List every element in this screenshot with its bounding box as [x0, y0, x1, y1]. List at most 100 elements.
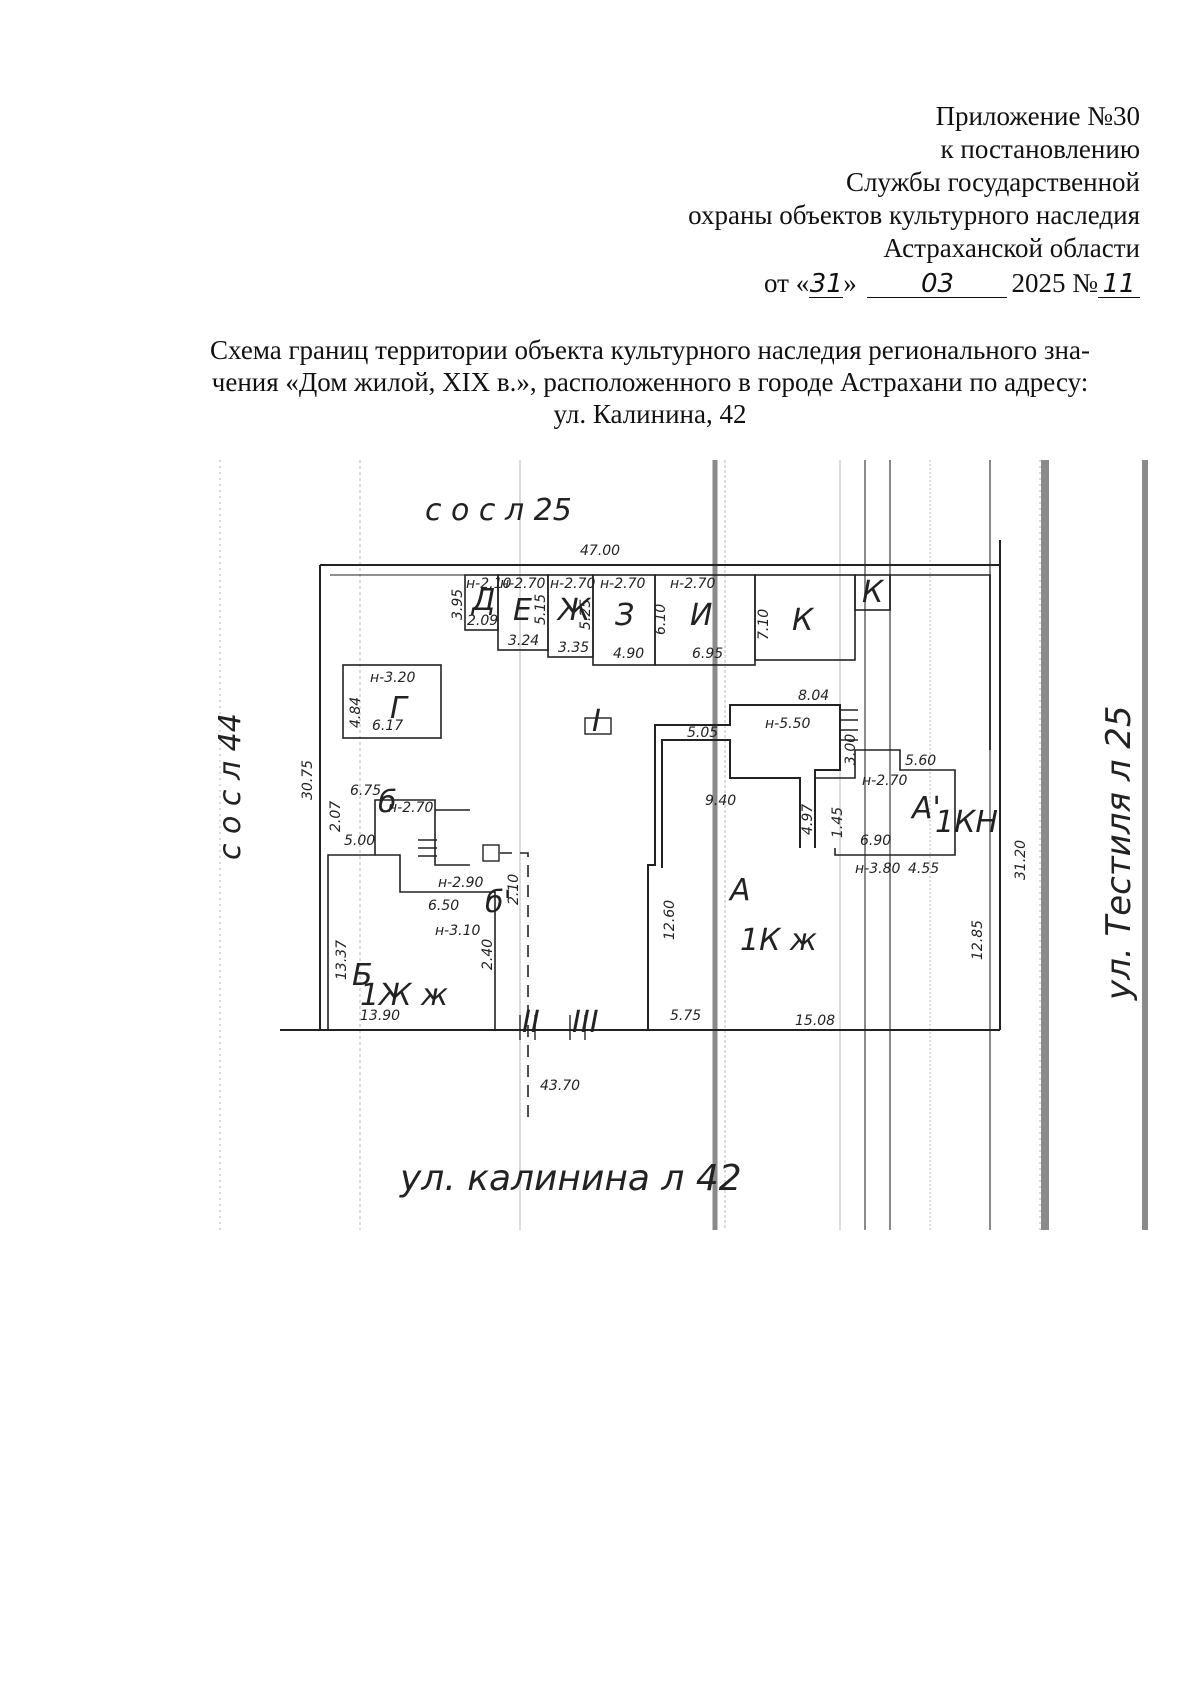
date-month: 03 [867, 271, 1008, 298]
dim-k-side2: 1.45 [830, 807, 846, 838]
appendix-authority-1: Службы государственной [846, 167, 1140, 197]
room-a1-note: 1КН [935, 805, 998, 840]
dim-zh-side: 5.25 [578, 599, 594, 630]
appendix-authority-2: охраны объектов культурного наследия [688, 200, 1140, 230]
room-b-note: 1Ж ж [360, 978, 448, 1013]
top-buildings [464, 574, 991, 750]
scheme-title-line-2: чения «Дом жилой, XIX в.», расположенног… [211, 367, 1089, 397]
scan-lines [219, 460, 1041, 1230]
dim-a-side: 4.97 [800, 804, 816, 835]
room-k-label: К [792, 603, 815, 638]
date-year: 2025 № [1011, 268, 1098, 298]
room-e-label: Е [513, 593, 532, 628]
dim-a1-w: 5.60 [905, 753, 936, 769]
room-i-label: И [690, 598, 712, 633]
room-b-label: Б [352, 958, 373, 993]
scheme-title-line-3: ул. Калинина, 42 [553, 399, 747, 429]
dim-z-w: 4.90 [613, 646, 644, 662]
scheme-title: Схема границ территории объекта культурн… [160, 334, 1140, 430]
dim-d-side: 3.95 [450, 589, 466, 620]
dim-g-top: н-3.20 [370, 670, 415, 686]
dim-bottom-total: 43.70 [540, 1078, 580, 1094]
site-plan-scheme: с о с л 25 с о с л 44 ул. калинина л 42 … [200, 460, 1150, 1230]
dim-b1-side: 2.07 [328, 801, 344, 832]
appendix-header: Приложение №30 к постановлению Службы го… [580, 100, 1140, 300]
room-r1-label: I [592, 704, 601, 739]
gate-marks [519, 1015, 586, 1040]
room-b2-label: б' [485, 885, 512, 920]
dim-i-side: 7.10 [756, 609, 772, 640]
site-plan-drawing: с о с л 25 с о с л 44 ул. калинина л 42 … [213, 460, 1148, 1230]
small-square [482, 844, 500, 862]
dim-k-side: 3.00 [843, 734, 859, 765]
dim-top-e: н-2.70 [500, 576, 545, 592]
dim-a-step: 8.04 [798, 688, 829, 704]
dim-b1-w: 5.00 [344, 833, 375, 849]
bottom-street-label: ул. калинина л 42 [399, 1158, 742, 1199]
room-marker-i [584, 717, 612, 735]
left-neighbor-label: с о с л 44 [213, 713, 248, 860]
dim-i-w: 6.95 [692, 646, 723, 662]
date-mid: » [843, 268, 857, 298]
dim-a1-in: н-2.70 [862, 773, 907, 789]
date-prefix: от « [764, 268, 810, 298]
building-g [342, 664, 442, 739]
document-number: 11 [1098, 271, 1140, 298]
dim-right-a: 12.85 [970, 920, 986, 960]
dim-top-d: н-2.10 [466, 576, 511, 592]
room-r2-label: II [522, 1005, 540, 1040]
dim-e-w: 3.24 [508, 633, 539, 649]
dim-top-total: 47.00 [580, 543, 620, 559]
building-b [327, 799, 496, 1030]
dim-court: 9.40 [705, 793, 736, 809]
right-street-label: ул. Тестиля л 25 [1099, 705, 1139, 1001]
room-k-small-label: К [862, 575, 885, 610]
dim-e-side: 5.15 [533, 594, 549, 625]
dim-a1-w2: 6.90 [860, 833, 891, 849]
dim-left-total: 30.75 [300, 760, 316, 800]
room-a-note: 1К ж [740, 923, 817, 958]
appendix-to: к постановлению [940, 134, 1140, 164]
room-a-label: А [728, 873, 751, 908]
appendix-authority-3: Астраханской области [883, 233, 1140, 263]
dim-small-2: 2.10 [506, 874, 522, 905]
dim-top-z: н-2.70 [600, 576, 645, 592]
dim-d-w: 2.09 [467, 613, 498, 629]
dim-mid-b: 2.40 [480, 939, 496, 970]
scheme-title-line-1: Схема границ территории объекта культурн… [210, 335, 1090, 365]
dim-b-w: 6.50 [428, 898, 459, 914]
room-zh-label: Ж [556, 593, 592, 628]
room-g-label: Г [390, 691, 409, 726]
room-a1-label: А' [910, 791, 941, 826]
dim-left-b: 13.37 [334, 940, 350, 980]
building-a [647, 704, 1000, 1031]
dim-g-side: 4.84 [348, 697, 364, 728]
appendix-number: Приложение №30 [935, 101, 1140, 131]
dim-z-side: 6.10 [653, 604, 669, 635]
room-r3-label: III [572, 1005, 599, 1040]
top-neighbor-label: с о с л 25 [425, 493, 572, 528]
dim-a1-side: 4.55 [908, 861, 939, 877]
dim-b1-top: 6.75 [350, 783, 381, 799]
dim-g-w: 6.17 [372, 718, 403, 734]
room-z-label: З [615, 598, 634, 633]
dim-a-top: 5.05 [687, 725, 718, 741]
dim-zh-w: 3.35 [558, 640, 589, 656]
dim-a1-h: н-3.80 [855, 861, 900, 877]
dim-b-h: н-3.10 [435, 923, 480, 939]
dim-room-a-height: 12.60 [662, 900, 678, 940]
dim-top-i: н-2.70 [670, 576, 715, 592]
dim-bottom-left: 13.90 [360, 1008, 400, 1024]
building-a1 [814, 709, 956, 856]
dim-b1-h: н-2.70 [388, 800, 433, 816]
dim-b-step: н-2.90 [438, 875, 483, 891]
date-day: 31 [809, 269, 844, 299]
dim-top-zh: н-2.70 [550, 576, 595, 592]
room-b1-label: б [378, 785, 397, 820]
dim-bottom-mid2: 15.08 [795, 1013, 835, 1029]
room-d-label: Д [470, 583, 495, 618]
dim-right-total: 31.20 [1013, 840, 1029, 880]
dim-a-h: н-5.50 [765, 716, 810, 732]
